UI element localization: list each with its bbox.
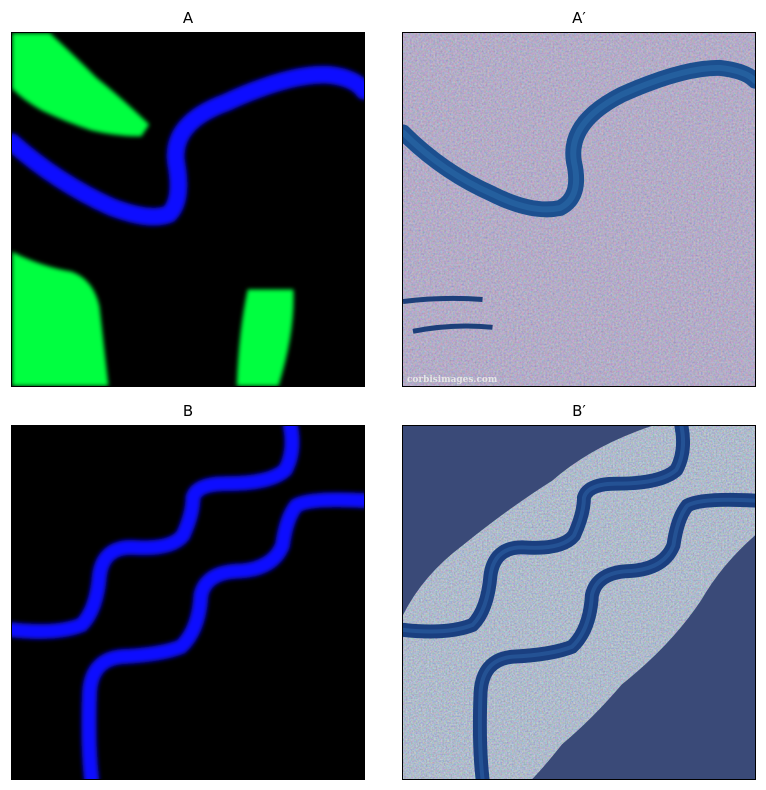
mask-a-svg xyxy=(12,33,364,386)
satellite-a-svg: corbisimages.com xyxy=(403,33,755,386)
panel-title-b: B xyxy=(182,402,194,420)
panel-b-mask-image xyxy=(11,425,365,780)
mask-background xyxy=(12,426,364,779)
panel-title-b-prime: B′ xyxy=(572,402,586,420)
satellite-river-highlight xyxy=(403,64,755,213)
synthesized-river-upper-highlight xyxy=(403,426,686,634)
satellite-watermark: corbisimages.com xyxy=(407,375,498,385)
panel-b-prime-synthesized-image xyxy=(402,425,756,780)
synthesized-b-svg xyxy=(403,426,755,779)
satellite-canal xyxy=(403,295,493,334)
panel-a-mask-image xyxy=(11,32,365,387)
mask-b-svg xyxy=(12,426,364,779)
vegetation-region-top-left xyxy=(12,33,150,137)
river-region-lower xyxy=(81,492,364,779)
vegetation-region-bottom-left xyxy=(12,251,109,386)
river-region xyxy=(12,65,364,226)
river-region-upper xyxy=(12,426,300,639)
panel-title-a-prime: A′ xyxy=(572,9,586,27)
panel-title-a: A xyxy=(182,9,194,27)
synthesized-river-lower-highlight xyxy=(477,497,755,779)
panel-a-prime-satellite-image: corbisimages.com xyxy=(402,32,756,387)
vegetation-region-bottom-center xyxy=(236,289,294,386)
satellite-city-pink-texture xyxy=(403,33,755,386)
